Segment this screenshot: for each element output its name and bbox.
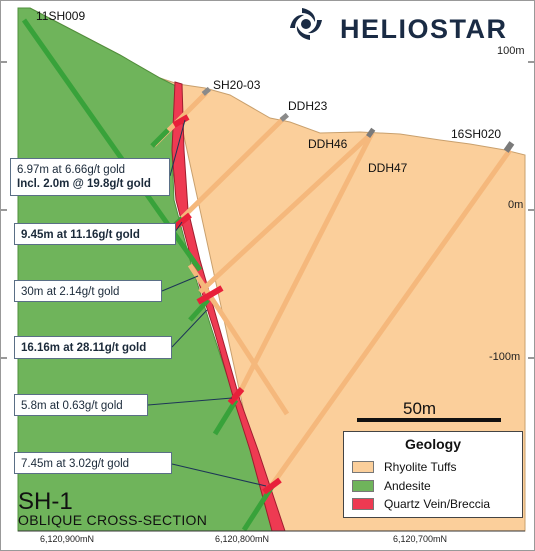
collar-16sh020 — [503, 141, 515, 153]
elevation-label-0m: 0m — [508, 199, 524, 211]
drillhole-label-ddh46: DDH46 — [308, 137, 348, 151]
leader-4 — [171, 309, 208, 348]
scale-bar-label: 50m — [403, 399, 437, 418]
collar-ddh23 — [279, 112, 289, 122]
northing-label-800: 6,120,800mN — [215, 534, 270, 544]
leader-5 — [147, 397, 233, 406]
intercept-mark-3 — [196, 285, 224, 305]
leader-6 — [171, 463, 267, 487]
northing-label-700: 6,120,700mN — [393, 534, 448, 544]
leader-2 — [174, 221, 183, 233]
drill-trace-ddh46-a — [198, 133, 372, 294]
intercept-callout-6: 7.45m at 3.02g/t gold — [14, 452, 172, 474]
legend-swatch-quartz-vein — [352, 498, 374, 510]
drill-trace-ddh23 — [176, 116, 286, 224]
legend-title: Geology — [404, 436, 461, 452]
legend-item-quartz-vein: Quartz Vein/Breccia — [352, 497, 490, 511]
scale-bar — [357, 418, 501, 422]
drill-trace-ddh47 — [235, 131, 375, 398]
drill-trace-ddh46-b — [187, 263, 290, 416]
section-subtitle: OBLIQUE CROSS-SECTION — [18, 512, 208, 528]
intercept-callout-5: 5.8m at 0.63g/t gold — [14, 394, 148, 416]
heliostar-sun-icon — [290, 8, 322, 40]
intercept-mark-2 — [172, 212, 192, 231]
collar-sh20-03 — [201, 86, 211, 96]
intercept-callout-2: 9.45m at 11.16g/t gold — [14, 223, 176, 245]
drillhole-label-ddh23: DDH23 — [288, 99, 328, 113]
intercept-mark-5 — [262, 477, 282, 495]
collar-ddh46 — [366, 127, 376, 138]
drill-trace-ddh46-lower — [188, 298, 210, 322]
drill-trace-ddh47-lower — [212, 398, 239, 436]
legend-label-quartz-vein: Quartz Vein/Breccia — [384, 497, 491, 511]
drill-trace-sh20-03-lower — [150, 128, 170, 148]
drillhole-label-ddh47: DDH47 — [368, 161, 408, 175]
drillhole-label-11sh009: 11SH009 — [36, 9, 86, 23]
leader-3 — [161, 275, 199, 292]
leader-1 — [169, 119, 186, 177]
legend-item-rhyolite: Rhyolite Tuffs — [352, 460, 456, 474]
drillhole-label-16sh020: 16SH020 — [451, 127, 502, 141]
elevation-label-minus100m: -100m — [489, 351, 521, 363]
legend-swatch-andesite — [352, 480, 374, 492]
northing-label-900: 6,120,900mN — [40, 534, 95, 544]
intercept-callout-1: 6.97m at 6.66g/t gold Incl. 2.0m @ 19.8g… — [10, 158, 170, 196]
intercept-callout-1-line1: 6.97m at 6.66g/t gold — [17, 164, 126, 176]
geology-legend: Geology Rhyolite Tuffs Andesite Quartz V… — [343, 431, 523, 518]
elevation-label-100m: 100m — [497, 45, 525, 57]
drill-trace-16sh020 — [269, 148, 513, 487]
intercept-callout-4: 16.16m at 28.11g/t gold — [14, 336, 172, 359]
intercept-mark-4 — [227, 387, 245, 405]
legend-swatch-rhyolite — [352, 461, 374, 473]
legend-label-rhyolite: Rhyolite Tuffs — [384, 460, 457, 474]
legend-item-andesite: Andesite — [352, 479, 431, 493]
intercept-mark-1 — [172, 114, 190, 128]
legend-label-andesite: Andesite — [384, 479, 431, 493]
intercept-callout-3: 30m at 2.14g/t gold — [14, 280, 162, 302]
intercept-callout-1-line2: Incl. 2.0m @ 19.8g/t gold — [17, 178, 151, 190]
brand-name: HELIOSTAR — [340, 14, 508, 44]
drillhole-label-sh20-03: SH20-03 — [213, 78, 261, 92]
section-title: SH-1 — [18, 488, 73, 515]
